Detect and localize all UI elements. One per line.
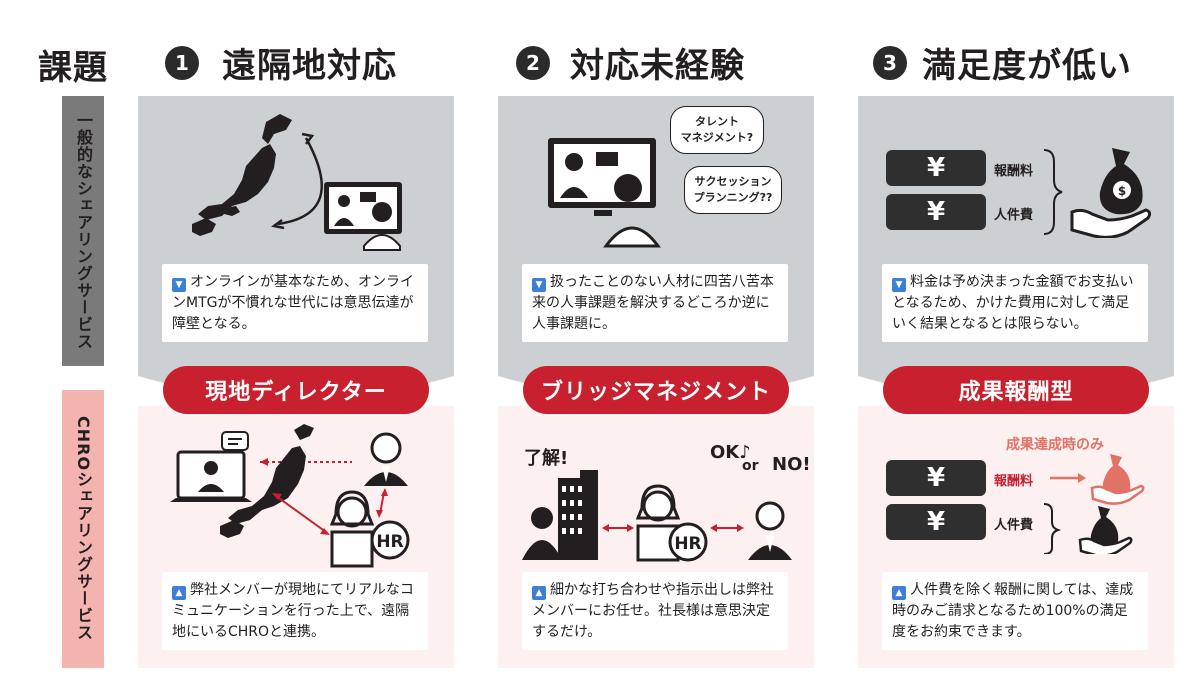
side-label-chro: CHROシェアリングサービス [62, 390, 104, 668]
column-2: タレント マネジメント? サクセッション プランニング?? ▼扱ったことのない人… [498, 96, 814, 668]
video-conference-illustration [548, 138, 661, 248]
remote-meeting-illustration [192, 114, 402, 251]
column-3-pill: 成果報酬型 [883, 366, 1149, 414]
fee-label-2: 人件費 [994, 208, 1034, 223]
column-1-general-text: ▼オンラインが基本なため、オンラインMTGが不慣れな世代には意思伝達が障壁となる… [162, 264, 428, 342]
yen-icon: ¥ [926, 153, 946, 183]
yen-box-labor-chro: ¥ [886, 504, 986, 540]
woman-icon [329, 490, 375, 568]
chro-fee-label-1: 報酬料 [994, 474, 1034, 489]
column-2-general-text: ▼扱ったことのない人材に四苦八苦本来の人事課題を解決するどころか逆に人事課題に。 [522, 264, 788, 342]
down-triangle-icon: ▼ [172, 278, 186, 292]
yen-icon: ¥ [926, 197, 946, 227]
header-label: 課題 [38, 48, 108, 88]
yen-icon: ¥ [926, 507, 946, 537]
side-label-general: 一般的なシェアリングサービス [62, 96, 104, 366]
curved-arrow-icon [277, 137, 323, 226]
up-triangle-icon: ▲ [532, 586, 546, 600]
person-icon [364, 432, 408, 486]
hr-label-1: HR [376, 532, 403, 552]
column-2-chro-text-body: 細かな打ち合わせや指示出しは弊社メンバーにお任せ。社長様は意思決定するだけ。 [532, 582, 774, 640]
local-director-illustration: HR [170, 424, 410, 568]
speech-bubble-succession: サクセッション プランニング?? [684, 166, 782, 214]
column-1-number: 1 [165, 46, 199, 80]
person-icon [748, 501, 792, 560]
column-3-title: 満足度が低い [922, 46, 1132, 86]
brace-icon [1043, 149, 1063, 235]
column-1-chro-text: ▲弊社メンバーが現地にてリアルなコミュニケーションを行った上で、遠隔地にいるCH… [162, 572, 428, 650]
column-3-general-text-body: 料金は予め決まった金額でお支払いとなるため、かけた費用に対して満足いく結果となる… [892, 274, 1134, 332]
money-bag-hand-illustration: $ [1043, 148, 1152, 238]
column-2-pill: ブリッジマネジメント [523, 366, 789, 414]
brace-icon [1043, 503, 1062, 554]
woman-icon [635, 484, 681, 562]
column-1-chro-text-body: 弊社メンバーが現地にてリアルなコミュニケーションを行った上で、遠隔地にいるCHR… [172, 582, 414, 640]
money-bag-icon [1090, 506, 1119, 550]
chro-money-illustration [1043, 454, 1145, 554]
success-only-label: 成果達成時のみ [1006, 437, 1104, 453]
understood-label: 了解! [524, 448, 569, 469]
column-3-chro-text-body: 人件費を除く報酬に関しては、達成時のみご請求となるため100%の満足度をお約束で… [892, 582, 1134, 640]
yen-box-fee: ¥ [886, 150, 986, 186]
hand-icon [1078, 536, 1133, 554]
chro-fee-label-2: 人件費 [994, 518, 1034, 533]
column-3-chro-text: ▲人件費を除く報酬に関しては、達成時のみご請求となるため100%の満足度をお約束… [882, 572, 1148, 650]
fee-label-1: 報酬料 [994, 164, 1034, 179]
japan-map-icon [192, 114, 292, 236]
laptop-icon [170, 450, 252, 502]
hr-label-2: HR [674, 534, 701, 554]
yen-icon: ¥ [926, 463, 946, 493]
office-building-icon [522, 470, 598, 560]
hand-icon [1070, 208, 1152, 238]
column-3-number: 3 [873, 46, 907, 80]
column-2-general-text-body: 扱ったことのない人材に四苦八苦本来の人事課題を解決するどころか逆に人事課題に。 [532, 274, 774, 332]
hr-badge: HR [668, 522, 708, 562]
money-bag-icon [1102, 454, 1131, 498]
column-3-general-text: ▼料金は予め決まった金額でお支払いとなるため、かけた費用に対して満足いく結果とな… [882, 264, 1148, 342]
column-2-chro-text: ▲細かな打ち合わせや指示出しは弊社メンバーにお任せ。社長様は意思決定するだけ。 [522, 572, 788, 650]
up-triangle-icon: ▲ [172, 586, 186, 600]
column-1: ▼オンラインが基本なため、オンラインMTGが不慣れな世代には意思伝達が障壁となる… [138, 96, 454, 668]
no-label: NO! [772, 454, 811, 475]
svg-text:$: $ [1118, 184, 1126, 198]
column-2-title: 対応未経験 [570, 46, 745, 86]
money-bag-icon: $ [1099, 148, 1143, 215]
column-3: ¥ ¥ 報酬料 人件費 $ ▼料金は予め決まった金額でお支払いとなるため、かけた… [858, 96, 1174, 668]
ok-label: OK♪ [710, 442, 751, 463]
speech-bubble-talent: タレント マネジメント? [670, 106, 764, 154]
chat-bubble-icon [221, 431, 249, 451]
bridge-illustration: HR [522, 470, 792, 562]
japan-map-icon [220, 424, 314, 538]
hr-badge: HR [370, 520, 410, 560]
video-monitor-icon [324, 182, 402, 251]
side-label-general-text: 一般的なシェアリングサービス [74, 112, 93, 350]
yen-box-labor: ¥ [886, 194, 986, 230]
yen-box-fee-chro: ¥ [886, 460, 986, 496]
up-triangle-icon: ▲ [892, 586, 906, 600]
column-1-general-text-body: オンラインが基本なため、オンラインMTGが不慣れな世代には意思伝達が障壁となる。 [172, 274, 414, 332]
down-triangle-icon: ▼ [532, 278, 546, 292]
side-label-chro-text: CHROシェアリングサービス [74, 416, 93, 642]
column-1-pill: 現地ディレクター [163, 366, 429, 414]
hand-icon [1090, 484, 1145, 505]
or-label: or [742, 458, 759, 474]
column-1-title: 遠隔地対応 [222, 46, 397, 86]
down-triangle-icon: ▼ [892, 278, 906, 292]
column-2-number: 2 [516, 46, 550, 80]
